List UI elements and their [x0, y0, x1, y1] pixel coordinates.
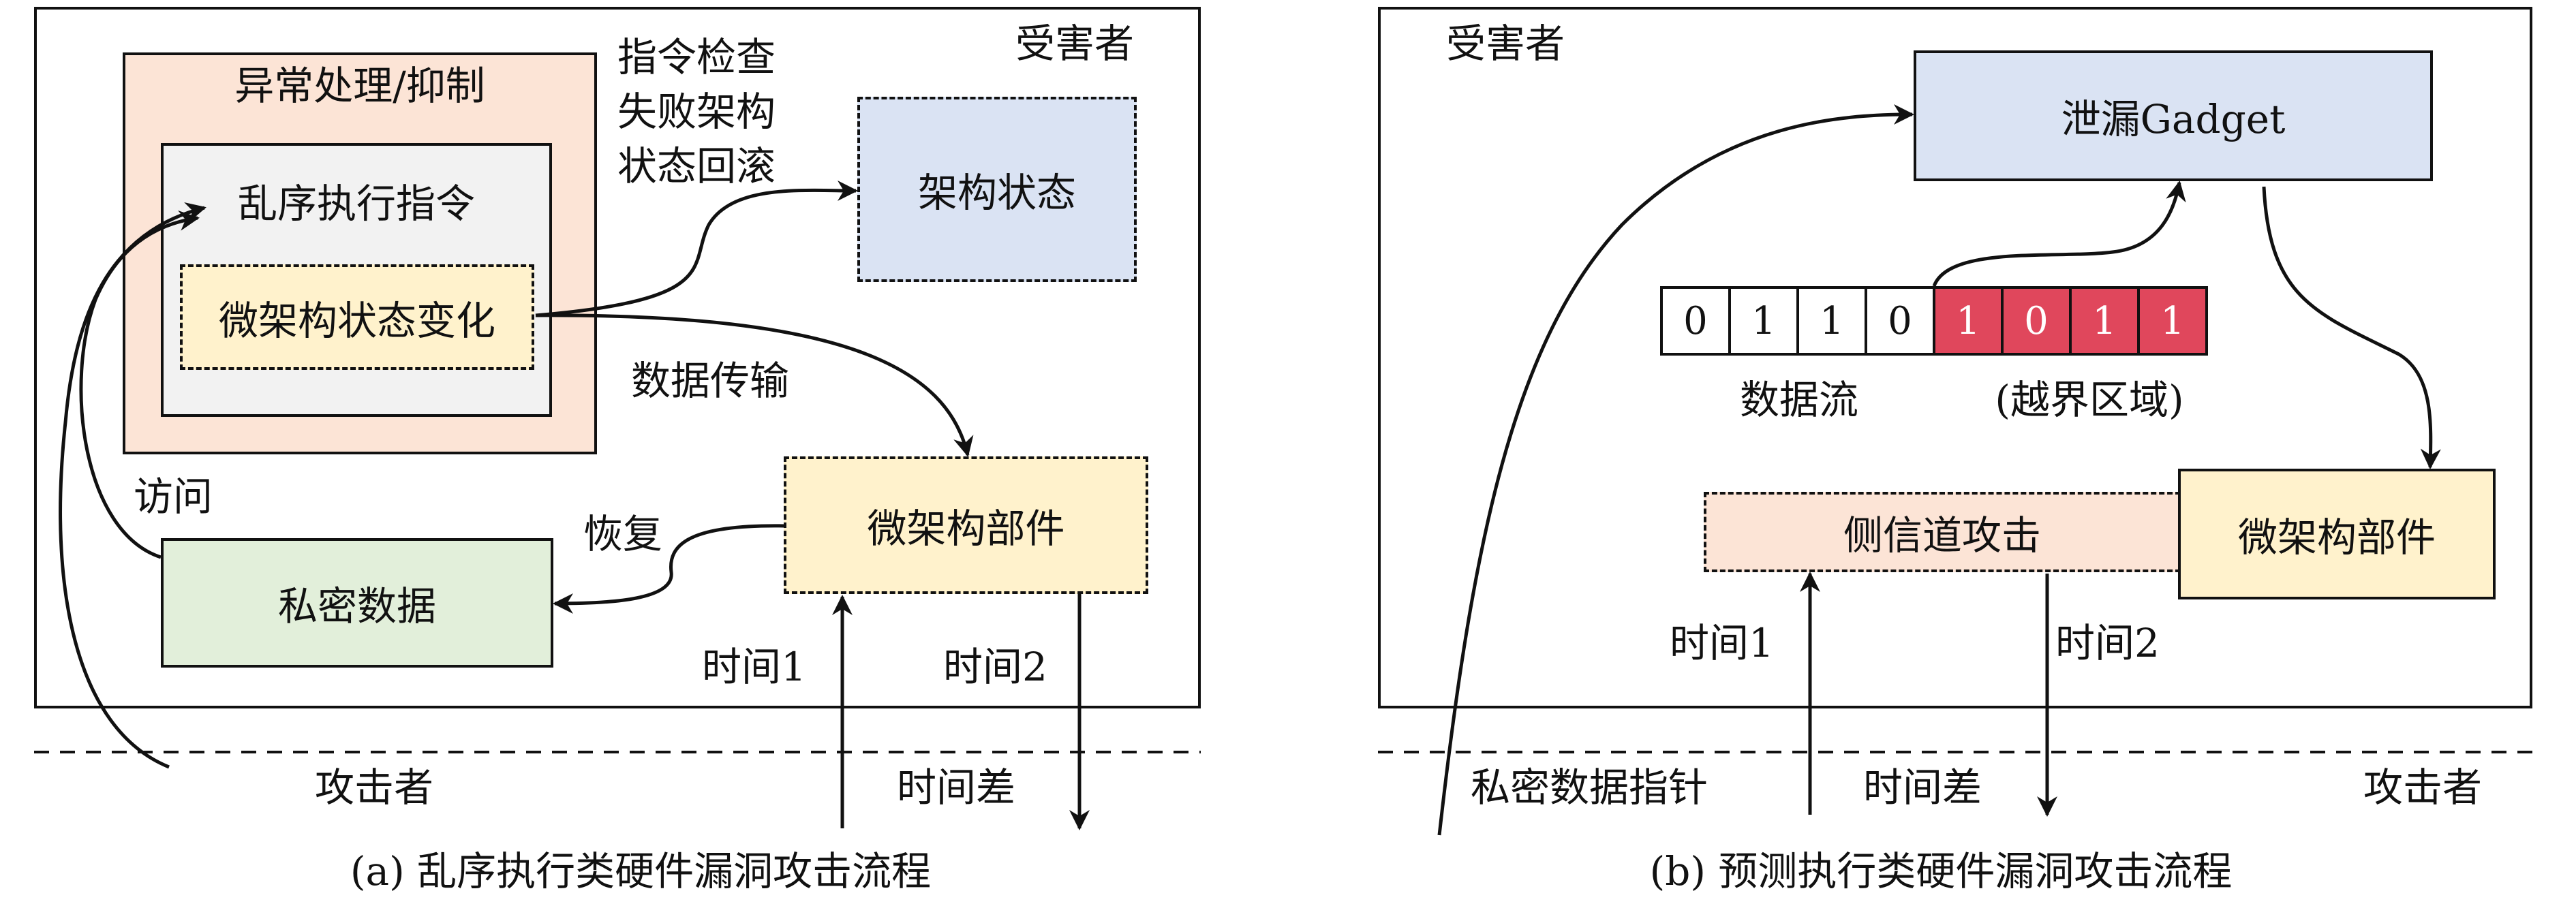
time1-label-b: 时间1	[1670, 620, 1774, 666]
data-transfer-arrow	[535, 313, 974, 457]
uarch-component-box-b: 微架构部件	[2178, 469, 2496, 599]
victim-label-b: 受害者	[1446, 20, 1565, 67]
side-channel-label: 侧信道攻击	[1843, 512, 2041, 559]
ooo-label: 乱序执行指令	[237, 181, 476, 227]
exception-title: 异常处理/抑制	[234, 63, 485, 109]
gadget-label: 泄漏Gadget	[2061, 96, 2286, 142]
attacker-label-b: 攻击者	[2363, 764, 2483, 811]
uarch-component-box-a: 微架构部件	[784, 456, 1148, 594]
uarch-change-box: 微架构状态变化	[180, 264, 534, 370]
oob-label: (越界区域)	[1995, 377, 2184, 423]
stream-label: 数据流	[1739, 377, 1859, 423]
secret-data-label: 私密数据	[277, 583, 436, 629]
arch-state-label: 架构状态	[917, 170, 1076, 216]
attacker-label-a: 攻击者	[315, 764, 434, 811]
arch-state-box: 架构状态	[857, 97, 1137, 282]
victim-label-a: 受害者	[1015, 20, 1135, 67]
time-diff-label-b: 时间差	[1863, 764, 1982, 811]
rollback-arrow	[535, 180, 858, 317]
data-transfer-label: 数据传输	[631, 358, 790, 404]
side-channel-box: 侧信道攻击	[1704, 492, 2181, 572]
secret-access-arrow	[79, 210, 200, 559]
check-line-3: 状态回滚	[617, 143, 776, 189]
time2-label-a: 时间2	[943, 644, 1047, 690]
check-line-1: 指令检查	[617, 34, 776, 80]
uarch-change-label: 微架构状态变化	[218, 297, 495, 344]
bit-cell-oob: 1	[2137, 286, 2208, 356]
victim-frame-b	[1378, 7, 2532, 708]
caption-b: (b) 预测执行类硬件漏洞攻击流程	[1649, 848, 2233, 894]
access-label: 访问	[134, 473, 213, 520]
restore-arrow	[553, 524, 784, 614]
secret-pointer-arrow	[1437, 104, 1914, 836]
gadget-to-uarch-arrow	[2262, 186, 2441, 469]
time-diff-label-a: 时间差	[897, 764, 1016, 811]
oob-to-gadget-arrow	[1932, 181, 2186, 287]
time2-label-b: 时间2	[2055, 620, 2160, 666]
caption-a: (a) 乱序执行类硬件漏洞攻击流程	[350, 848, 932, 894]
secret-data-box: 私密数据	[161, 538, 553, 668]
time1-label-a: 时间1	[702, 644, 806, 690]
uarch-component-label-a: 微架构部件	[867, 505, 1065, 552]
access-arrow	[59, 202, 206, 769]
bit-cell-oob: 1	[1933, 286, 2004, 356]
gadget-box: 泄漏Gadget	[1914, 50, 2433, 181]
restore-label: 恢复	[583, 511, 663, 557]
victim-frame-a	[34, 7, 1201, 708]
uarch-component-label-b: 微架构部件	[2237, 514, 2436, 561]
secret-ptr-label: 私密数据指针	[1471, 764, 1708, 811]
bit-cell-oob: 0	[2001, 286, 2072, 356]
check-line-2: 失败架构	[617, 89, 776, 135]
